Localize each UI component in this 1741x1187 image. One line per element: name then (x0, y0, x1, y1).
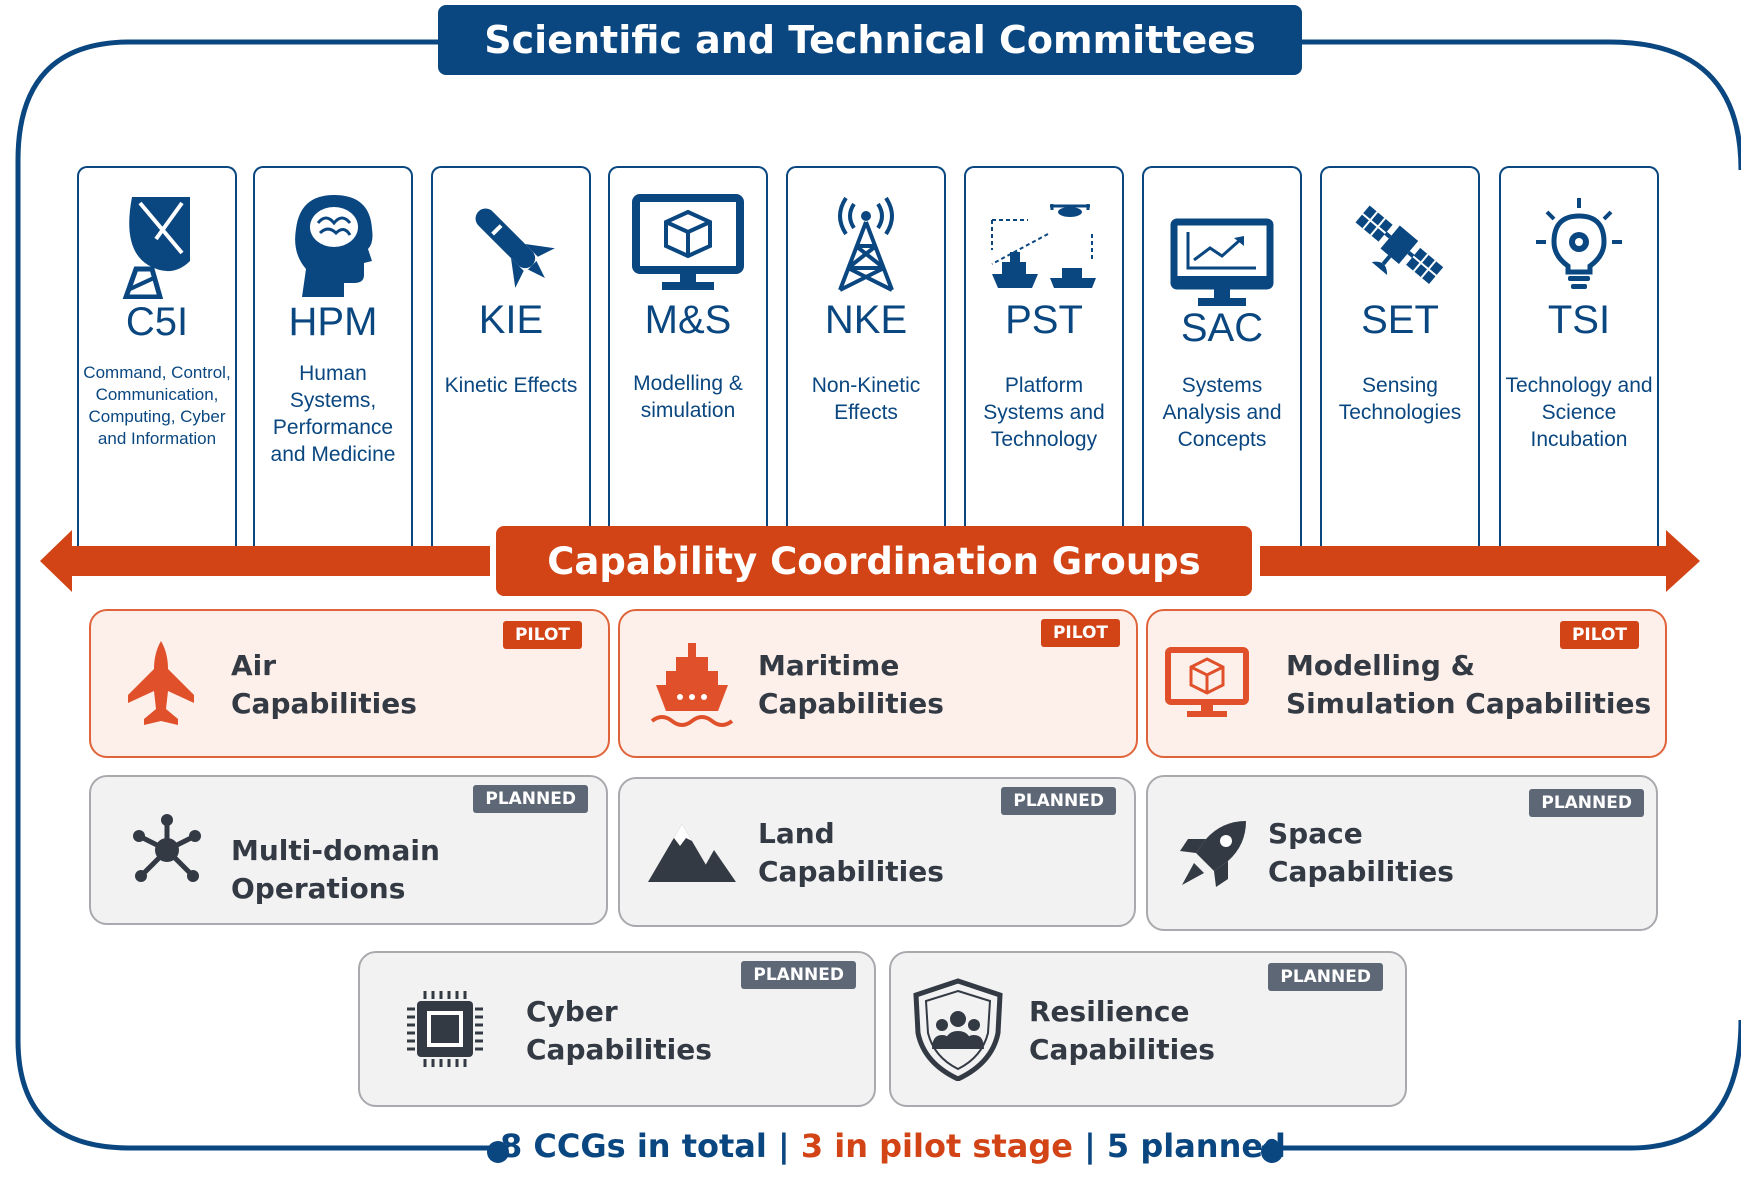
radio-tower-icon (788, 184, 944, 304)
monitor-cube-icon (610, 184, 766, 304)
ccg-card-multi-domain-operations[interactable]: PLANNED Multi-domain Operations (89, 775, 608, 925)
ccg-card-modelling-simulation[interactable]: PILOT Modelling &Simulation Capabilities (1146, 609, 1667, 758)
committee-acronym: NKE (824, 298, 908, 342)
ship-icon (650, 611, 734, 756)
page-title: Scientific and Technical Committees (438, 5, 1302, 75)
committee-name: Technology and Science Incubation (1505, 374, 1653, 451)
platforms-icon (966, 184, 1122, 304)
chip-icon (400, 953, 490, 1105)
summary-planned: 5 planned (1106, 1127, 1286, 1165)
committee-name: Non-Kinetic Effects (811, 374, 921, 424)
status-badge: PILOT (1040, 619, 1120, 647)
committee-acronym: SET (1361, 298, 1439, 342)
status-badge: PLANNED (473, 785, 588, 813)
footer-dot-right (1261, 1141, 1283, 1163)
committee-name: Kinetic Effects (444, 374, 578, 397)
status-badge: PILOT (502, 621, 582, 649)
analytics-monitor-icon (1144, 204, 1300, 324)
status-badge: PLANNED (1529, 789, 1644, 817)
ccg-double-arrow (40, 530, 1700, 592)
satellite-dish-icon (79, 184, 235, 304)
committee-acronym: C5I (125, 300, 189, 344)
committee-card-kie[interactable]: KIE Kinetic Effects (431, 166, 591, 546)
committee-card-c5i[interactable]: C5I Command, Control, Communication, Com… (77, 166, 237, 546)
status-badge: PILOT (1559, 621, 1639, 649)
committee-acronym: TSI (1547, 298, 1611, 342)
committee-card-set[interactable]: SET Sensing Technologies (1320, 166, 1480, 546)
human-brain-icon (255, 184, 411, 304)
committee-card-sac[interactable]: SAC Systems Analysis and Concepts (1142, 166, 1302, 546)
committee-name: Modelling & simulation (633, 372, 743, 422)
committee-name: Human Systems, Performance and Medicine (270, 362, 396, 466)
committee-card-ms[interactable]: M&S Modelling & simulation (608, 166, 768, 546)
committee-name: Command, Control, Communication, Computi… (83, 363, 231, 448)
status-badge: PLANNED (741, 961, 856, 989)
committee-name: Platform Systems and Technology (983, 374, 1105, 451)
mountains-icon (644, 779, 740, 925)
committee-card-tsi[interactable]: TSI Technology and Science Incubation (1499, 166, 1659, 546)
rocket-icon (1174, 777, 1254, 929)
missile-icon (433, 184, 589, 304)
committee-card-pst[interactable]: PST Platform Systems and Technology (964, 166, 1124, 546)
committee-name: Sensing Technologies (1338, 374, 1462, 424)
status-badge: PLANNED (1001, 787, 1116, 815)
committee-acronym: M&S (644, 298, 732, 342)
fighter-jet-icon (121, 611, 201, 756)
committee-card-hpm[interactable]: HPM Human Systems, Performance and Medic… (253, 166, 413, 546)
ccg-title: Capability Coordination Groups (496, 526, 1252, 596)
committee-card-nke[interactable]: NKE Non-Kinetic Effects (786, 166, 946, 546)
summary-total: 8 CCGs in total (500, 1127, 767, 1165)
summary-pilot: 3 in pilot stage (800, 1127, 1073, 1165)
shield-people-icon (911, 953, 1005, 1105)
committee-acronym: PST (1005, 298, 1083, 342)
footer-dot-left (487, 1141, 509, 1163)
committee-acronym: SAC (1180, 306, 1264, 350)
satellite-icon (1322, 184, 1478, 304)
ccg-summary: 8 CCGs in total | 3 in pilot stage | 5 p… (500, 1127, 1286, 1165)
monitor-cube-icon (1164, 611, 1250, 756)
committee-name: Systems Analysis and Concepts (1162, 374, 1282, 451)
ccg-label: Modelling &Simulation Capabilities (1286, 649, 1652, 720)
status-badge: PLANNED (1268, 963, 1383, 991)
ccg-label: Multi-domain Operations (231, 834, 440, 905)
lightbulb-gear-icon (1501, 184, 1657, 304)
network-hub-icon (129, 777, 205, 923)
committee-acronym: KIE (478, 298, 544, 342)
committee-acronym: HPM (288, 300, 378, 344)
